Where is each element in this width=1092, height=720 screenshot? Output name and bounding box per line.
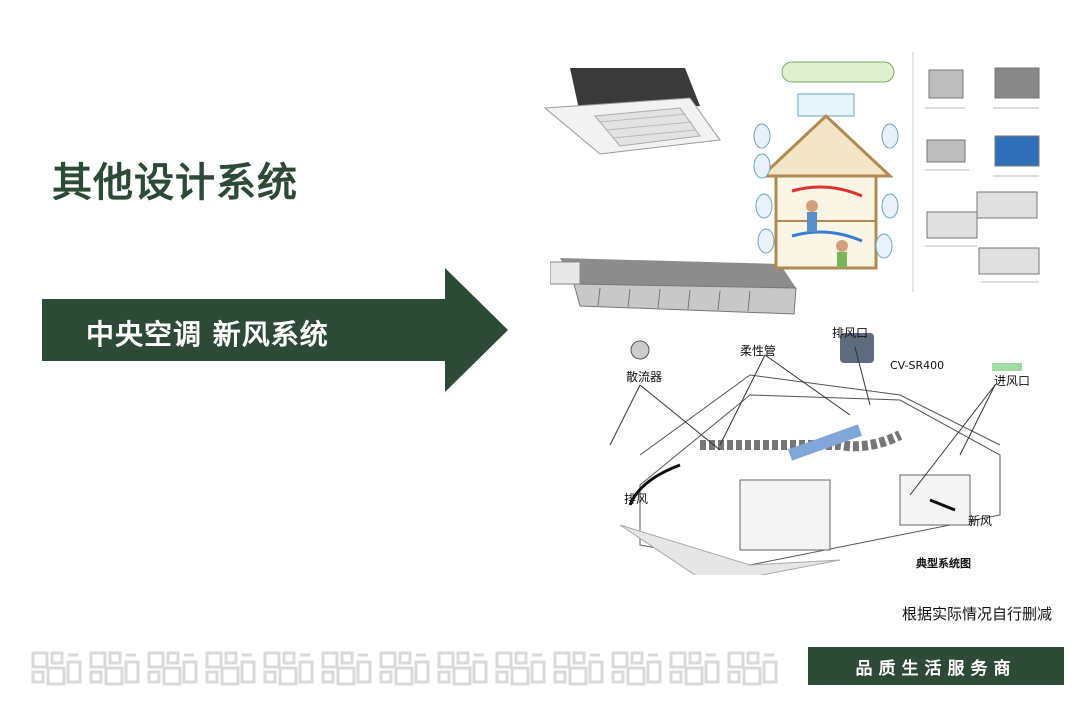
note-text: 根据实际情况自行删减 — [901, 605, 1052, 623]
cv-sr400-unit — [840, 333, 874, 363]
page-title: 其他设计系统 — [52, 160, 298, 206]
label-intake-port: 进风口 — [994, 374, 1030, 388]
diffuser-icon — [630, 340, 650, 360]
duct-ac-image — [550, 258, 797, 315]
ventilation-products-image — [912, 52, 1040, 292]
diagram-caption: 典型系统图 — [916, 556, 971, 570]
slogan-text: 品质生活服务商 — [855, 658, 1017, 679]
intake-vent-icon — [992, 363, 1022, 371]
label-model: CV-SR400 — [890, 359, 944, 372]
decorative-pattern — [31, 651, 778, 686]
label-exhaust-air: 排风 — [624, 492, 648, 506]
house-ventilation-illustration — [753, 61, 899, 270]
label-diffuser: 散流器 — [626, 369, 662, 384]
label-flexible-duct: 柔性管 — [740, 343, 776, 358]
slogan-banner: 品质生活服务商 — [808, 647, 1064, 685]
ventilation-system-diagram: 排风口 柔性管 CV-SR400 散流器 进风口 排风 新风 典型系统图 — [609, 326, 1030, 575]
label-fresh-air: 新风 — [968, 513, 992, 528]
label-exhaust-port: 排风口 — [832, 326, 868, 340]
arrow-shape — [42, 268, 508, 392]
arrow-label: 中央空调 新风系统 — [86, 318, 329, 351]
cassette-ac-image — [543, 68, 721, 155]
